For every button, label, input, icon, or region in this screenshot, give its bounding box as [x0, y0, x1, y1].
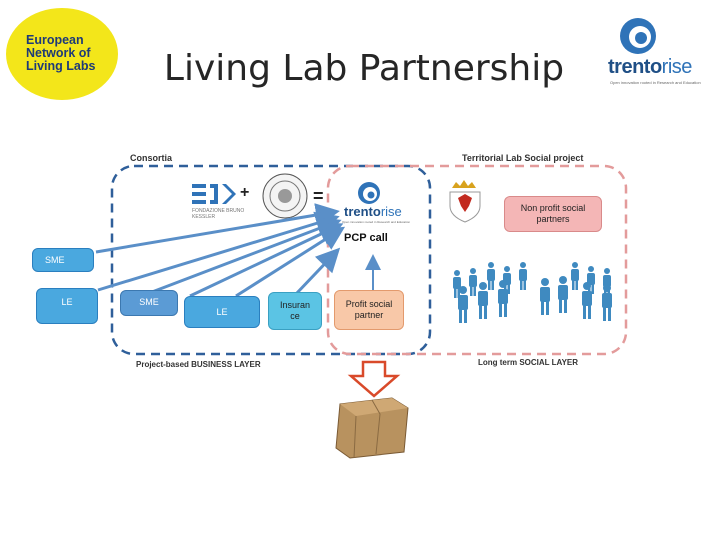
- consortia-label: Consortia: [130, 153, 173, 163]
- trento-logo-mid-right: rise: [380, 204, 402, 219]
- enoll-line-3: Living Labs: [26, 59, 96, 73]
- nonprofit-social-partners-box: Non profit social partners: [504, 196, 602, 232]
- social-layer-label: Long term SOCIAL LAYER: [478, 358, 579, 367]
- enoll-logo-text: European Network of Living Labs: [26, 34, 95, 73]
- insurance-box: Insuran ce: [268, 292, 322, 330]
- package: [335, 397, 409, 459]
- trento-logo-mid-left: trento: [344, 204, 381, 219]
- enoll-logo: [6, 8, 118, 100]
- sme-left-box: SME: [32, 248, 94, 272]
- business-layer-box: [110, 164, 432, 356]
- trento-logo-top-icon: [620, 18, 656, 54]
- le-left-box: LE: [36, 288, 98, 324]
- coat-of-arms: [449, 180, 481, 223]
- trento-logo-mid: trentorise: [344, 204, 402, 219]
- trento-logo-mid-tagline: Open innovation rooted in Research and E…: [342, 220, 411, 224]
- trento-logo-top-right: rise: [661, 56, 693, 78]
- business-layer-label: Project-based BUSINESS LAYER: [136, 360, 261, 369]
- trento-logo-top-tagline: Open innovation rooted in Research and E…: [610, 80, 701, 85]
- territorial-label: Territorial Lab Social project: [462, 153, 584, 163]
- plus-sign: +: [240, 184, 250, 201]
- page-title: Living Lab Partnership: [163, 48, 565, 89]
- fbk-logo: [192, 184, 236, 204]
- trento-logo-mid-icon: [358, 182, 380, 204]
- people-group: [453, 262, 612, 323]
- enoll-line-2: Network of: [26, 46, 91, 60]
- pcp-call-label: PCP call: [344, 232, 388, 244]
- down-arrow: [347, 360, 401, 398]
- trento-logo-top-left: trento: [608, 56, 662, 78]
- university-seal: [262, 173, 308, 219]
- le-mid-box: LE: [184, 296, 260, 328]
- enoll-line-1: European: [26, 33, 84, 47]
- equals-sign: =: [313, 186, 324, 206]
- trento-logo-top: trentorise: [608, 56, 692, 79]
- fbk-logo-text: FONDAZIONE BRUNO KESSLER: [192, 208, 245, 220]
- profit-social-partner-box: Profit social partner: [334, 290, 404, 330]
- sme-mid-box: SME: [120, 290, 178, 316]
